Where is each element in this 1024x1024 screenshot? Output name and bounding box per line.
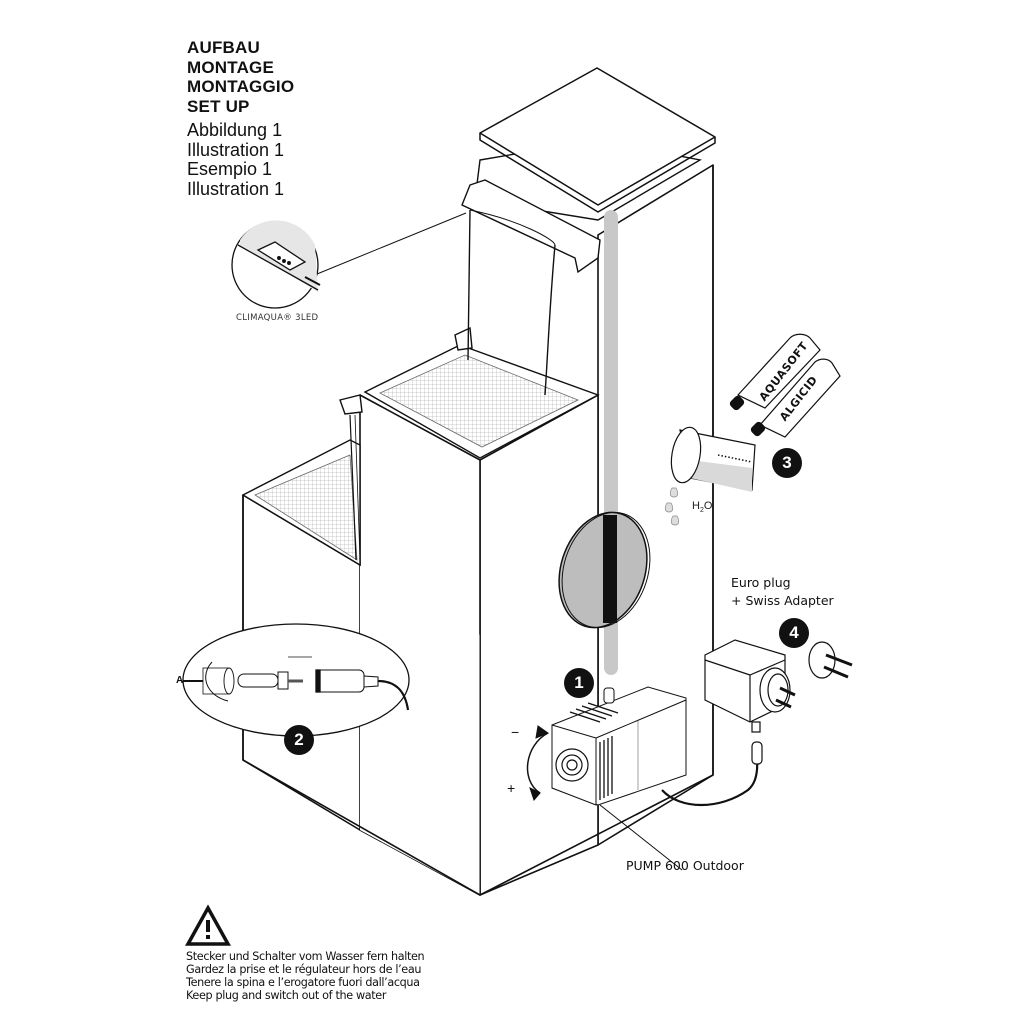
figure-label-fr: Illustration 1 xyxy=(187,139,285,160)
led-detail xyxy=(231,212,467,309)
warning-line-fr: Gardez la prise et le régulateur hors de… xyxy=(186,963,422,976)
connector-side-label: A xyxy=(176,675,184,686)
power-adapter xyxy=(704,639,853,765)
pump xyxy=(526,686,759,871)
led-detail-label: CLIMAQUA® 3LED xyxy=(236,313,319,323)
title-fr: MONTAGE xyxy=(187,57,275,77)
title-en: SET UP xyxy=(187,96,250,116)
water-label-sub: 2 xyxy=(699,507,704,515)
measuring-cup xyxy=(664,426,756,526)
title-it: MONTAGGIO xyxy=(187,77,295,96)
title-de: AUFBAU xyxy=(187,38,260,57)
warning-triangle-icon xyxy=(185,904,231,946)
step-badge-3: 3 xyxy=(772,448,802,478)
warning-line-it: Tenere la spina e l’erogatore fuori dall… xyxy=(186,976,420,989)
figure-labels: Abbildung 1 Illustration 1 Esempio 1 Ill… xyxy=(187,120,294,199)
flow-plus-symbol: + xyxy=(507,780,516,796)
water-label-h: H xyxy=(692,500,700,512)
figure-label-en: Illustration 1 xyxy=(187,178,285,199)
water-label: H2O xyxy=(692,500,712,514)
euro-plug-label: Euro plug + Swiss Adapter xyxy=(731,574,834,610)
lid xyxy=(479,67,716,213)
step-badge-1: 1 xyxy=(564,668,594,698)
warning-text: Stecker und Schalter vom Wasser fern hal… xyxy=(186,950,425,1002)
figure-label-de: Abbildung 1 xyxy=(187,120,283,140)
step-badge-2: 2 xyxy=(284,725,314,755)
figure-label-it: Esempio 1 xyxy=(187,159,273,179)
step-badge-4: 4 xyxy=(779,618,809,648)
warning-line-en: Keep plug and switch out of the water xyxy=(186,989,387,1002)
title-block: AUFBAU MONTAGE MONTAGGIO SET UP Abbildun… xyxy=(187,38,294,199)
bottles xyxy=(729,333,841,438)
euro-plug-line1: Euro plug xyxy=(731,575,791,590)
warning-line-de: Stecker und Schalter vom Wasser fern hal… xyxy=(186,950,425,963)
connector-detail xyxy=(182,623,410,737)
pump-label: PUMP 600 Outdoor xyxy=(626,858,744,873)
flow-minus-symbol: − xyxy=(511,724,520,740)
water-label-o: O xyxy=(703,500,713,512)
round-window xyxy=(558,511,651,629)
lower-basin xyxy=(241,394,363,567)
euro-plug-line2: + Swiss Adapter xyxy=(731,593,834,608)
